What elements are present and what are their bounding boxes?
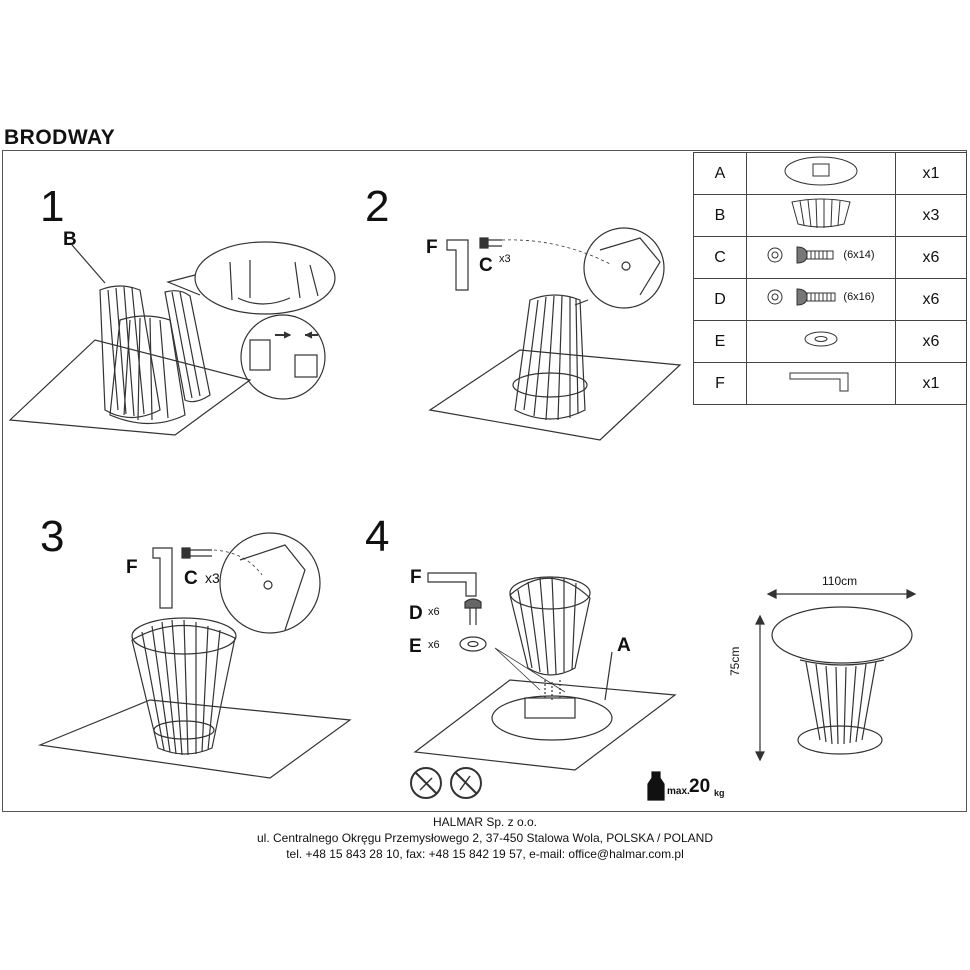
table-row: C (6x14) x6 [693,236,967,279]
part-letter: C [693,236,747,279]
step-number-4: 4 [365,512,390,561]
part-image: (6x16) [746,278,896,321]
part-qty: x6 [895,320,967,363]
step4-qty-e: x6 [428,639,440,651]
allen-key-icon [789,372,849,392]
max-load-value: 20 [689,776,711,797]
step3-label-c: C [184,568,198,589]
part-qty: x6 [895,278,967,321]
step3-illustration [37,532,352,779]
part-image [746,194,896,237]
table-row: E x6 [693,320,967,363]
step3-label-f: F [126,557,138,578]
part-letter: B [693,194,747,237]
step2-qty-c: x3 [499,253,511,265]
table-row: B x3 [693,194,967,237]
step-number-1: 1 [40,182,65,231]
part-letter: F [693,362,747,405]
product-title: BRODWAY [4,126,116,149]
step4-label-a: A [617,635,631,656]
part-qty: x6 [895,236,967,279]
max-load-prefix: max. [667,786,690,797]
step1-illustration [8,241,336,436]
part-image [746,362,896,405]
step2-label-c: C [479,255,493,276]
part-qty: x1 [895,152,967,195]
part-size: (6x14) [843,249,875,261]
step3-qty-c: x3 [205,570,220,586]
table-row: D (6x16) x6 [693,278,967,321]
step-number-2: 2 [365,182,390,231]
footer-address: ul. Centralnego Okręgu Przemysłowego 2, … [256,831,713,845]
cage-leg-illustration [99,285,211,424]
step4-label-f: F [410,567,422,588]
step2-illustration [428,227,682,441]
footer-contact: tel. +48 15 843 28 10, fax: +48 15 842 1… [286,847,684,861]
part-letter: A [693,152,747,195]
part-size: (6x16) [843,291,875,303]
dimension-illustration [755,589,917,762]
dimension-height: 75cm [728,646,742,676]
bolt-icon [767,288,836,306]
washer-icon [804,331,838,347]
step4-illustration [410,572,677,801]
step-number-3: 3 [40,512,65,561]
part-qty: x1 [895,362,967,405]
round-top-icon [784,156,858,186]
weight-icon [647,771,665,801]
max-load-unit: kg [714,788,725,798]
instruction-frame [2,150,967,812]
part-image [746,152,896,195]
step4-label-e: E [409,636,422,657]
dimension-width: 110cm [822,574,858,588]
bolt-icon [767,246,834,264]
step1-label-b: B [63,229,77,250]
part-image [746,320,896,363]
part-letter: E [693,320,747,363]
no-climb-icon [410,767,482,799]
footer-company: HALMAR Sp. z o.o. [432,815,538,829]
table-row: A x1 [693,152,967,195]
step4-label-d: D [409,603,423,624]
table-row: F x1 [693,362,967,405]
step2-label-f: F [426,237,438,258]
step4-qty-d: x6 [428,606,440,618]
part-letter: D [693,278,747,321]
parts-table: A x1 B x3 C [693,152,967,405]
part-qty: x3 [895,194,967,237]
part-image: (6x14) [746,236,896,279]
cage-leg-icon [791,198,851,229]
